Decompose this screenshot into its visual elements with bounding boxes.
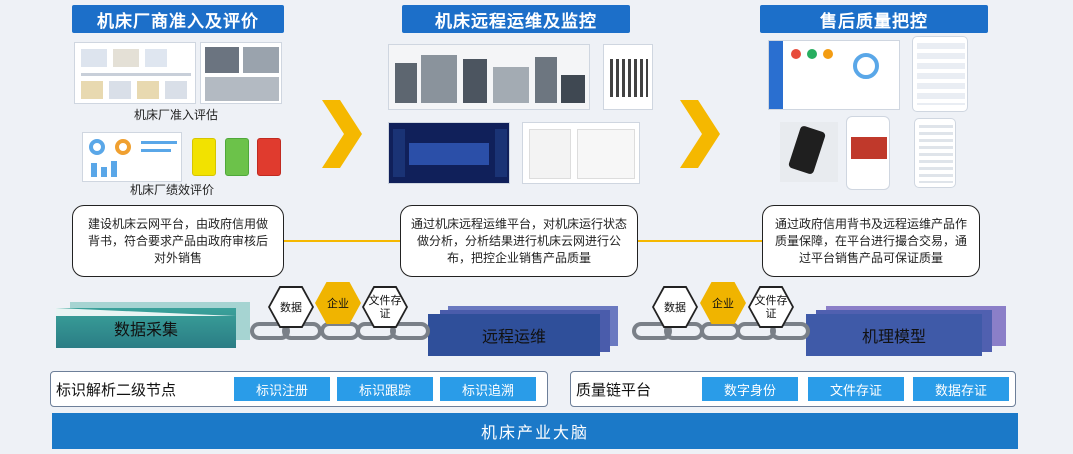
pill-id-track[interactable]: 标识跟踪 xyxy=(337,377,433,401)
mechanism-model-block: 机理模型 xyxy=(806,314,982,356)
red-rating-card xyxy=(257,138,281,176)
tablet-thumbnail xyxy=(912,36,968,112)
pill-data-deposit[interactable]: 数据存证 xyxy=(913,377,1009,401)
arrow-chevron-1-icon xyxy=(322,100,362,168)
qr-code-thumbnail xyxy=(603,44,653,110)
inspection-report-thumbnail xyxy=(522,122,640,184)
green-rating-card xyxy=(225,138,249,176)
factory-photos-thumbnail xyxy=(200,42,282,104)
phone-app-thumbnail xyxy=(846,116,890,190)
data-collect-top-accent xyxy=(56,308,236,316)
section-title-right: 售后质量把控 xyxy=(760,5,988,33)
remote-ops-block: 远程运维 xyxy=(428,314,600,356)
hex-enterprise-right: 企业 xyxy=(700,282,746,324)
section-title-left: 机床厂商准入及评价 xyxy=(72,5,284,33)
pill-file-deposit[interactable]: 文件存证 xyxy=(808,377,904,401)
phone-report-thumbnail xyxy=(914,118,956,188)
caption-admission: 机床厂准入评估 xyxy=(133,108,218,122)
hex-data-right: 数据 xyxy=(652,286,698,328)
chain-link-l5-icon xyxy=(390,322,430,340)
quality-platform-screen xyxy=(768,40,900,110)
smartphone-hand-photo xyxy=(780,122,838,182)
desc-left: 建设机床云网平台，由政府信用做背书，符合要求产品由政府审核后对外销售 xyxy=(72,205,284,277)
yellow-rating-card xyxy=(192,138,216,176)
quality-chain-panel-title: 质量链平台 xyxy=(576,381,652,399)
remote-monitoring-dashboard xyxy=(388,122,510,184)
machine-tools-photo xyxy=(388,44,590,110)
chain-link-r5-icon xyxy=(770,322,810,340)
performance-dashboard-thumbnail xyxy=(82,132,182,182)
admission-doc-thumbnail xyxy=(74,42,196,104)
pill-id-register[interactable]: 标识注册 xyxy=(234,377,330,401)
identifier-panel-title: 标识解析二级节点 xyxy=(56,381,177,399)
chain-link-l3-icon xyxy=(320,322,360,340)
caption-performance: 机床厂绩效评价 xyxy=(129,183,214,197)
desc-right: 通过政府信用背书及远程运维产品作质量保障，在平台进行撮合交易，通过平台销售产品可… xyxy=(762,205,980,277)
arrow-chevron-2-icon xyxy=(680,100,720,168)
pill-id-trace[interactable]: 标识追溯 xyxy=(440,377,536,401)
hex-file-right: 文件存证 xyxy=(748,286,794,328)
pill-digital-identity[interactable]: 数字身份 xyxy=(702,377,798,401)
desc-middle: 通过机床远程运维平台，对机床运行状态做分析，分析结果进行机床云网进行公布，把控企… xyxy=(400,205,638,277)
hex-enterprise-left: 企业 xyxy=(315,282,361,324)
chain-link-r3-icon xyxy=(700,322,740,340)
industry-brain-bar: 机床产业大脑 xyxy=(52,413,1018,449)
section-title-middle: 机床远程运维及监控 xyxy=(402,5,630,33)
